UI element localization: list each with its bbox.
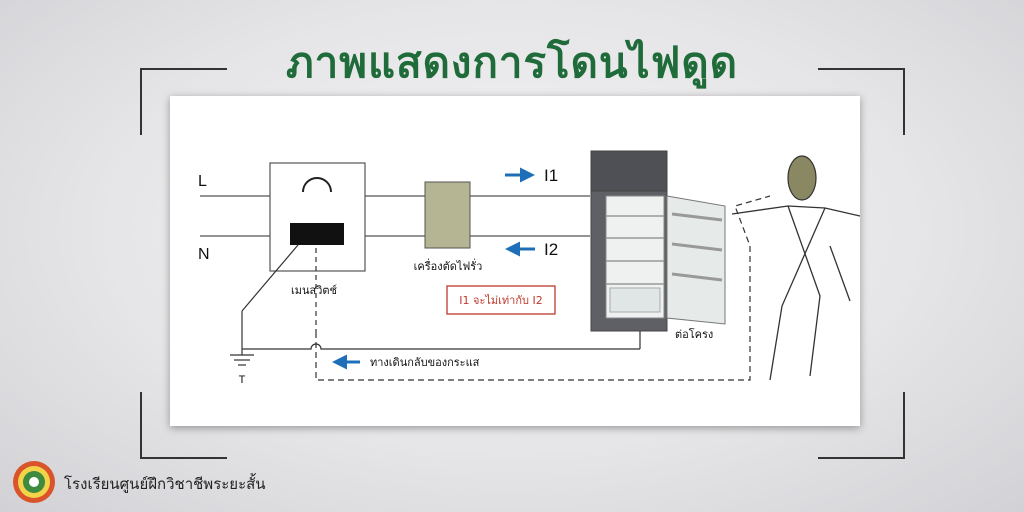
school-name: โรงเรียนศูนย์ฝึกวิชาชีพระยะสั้น xyxy=(64,475,266,493)
note-box xyxy=(446,285,556,315)
page-title: ภาพแสดงการโดนไฟดูด xyxy=(286,38,738,87)
main-switch-label: เมนสวิตช์ xyxy=(291,284,337,297)
neutral-label: N xyxy=(198,246,210,263)
freezer-door xyxy=(590,150,668,192)
return-path-dashed xyxy=(315,195,771,381)
current-out-label: I2 xyxy=(544,240,558,259)
crisper-drawer xyxy=(609,287,661,313)
frame-corner-top-left xyxy=(140,68,227,135)
diagram-panel: L N เมนสวิตช์ เครื่องตัดไฟรั่ว I1 I2 I1 … xyxy=(170,96,860,426)
door-shelf xyxy=(671,212,723,222)
person-right-arm xyxy=(829,245,851,302)
door-shelf xyxy=(671,272,723,282)
line-label: L xyxy=(198,173,207,190)
ground-label: T xyxy=(239,374,246,386)
school-logo-icon xyxy=(13,461,55,503)
rcd-device xyxy=(424,181,471,249)
person-head xyxy=(787,155,817,201)
person-arms xyxy=(731,205,860,217)
frame-label: ต่อโครง xyxy=(675,327,713,341)
frame-corner-bottom-right xyxy=(818,392,905,459)
electric-shock-diagram: L N เมนสวิตช์ เครื่องตัดไฟรั่ว I1 I2 I1 … xyxy=(198,150,860,386)
person-left-side xyxy=(787,205,821,377)
main-switch-box xyxy=(269,162,366,272)
person-right-side xyxy=(769,207,826,381)
fridge-open-door xyxy=(666,195,726,325)
note-text: I1 จะไม่เท่ากับ I2 xyxy=(459,294,542,307)
ground-wire xyxy=(242,343,640,350)
return-path-label: ทางเดินกลับของกระแส xyxy=(370,356,480,369)
rcd-label: เครื่องตัดไฟรั่ว xyxy=(414,258,483,273)
switch-arc-icon xyxy=(302,177,332,193)
frame-corner-top-right xyxy=(818,68,905,135)
switch-block xyxy=(290,223,344,245)
door-shelf xyxy=(671,242,723,252)
frame-corner-bottom-left xyxy=(140,392,227,459)
switch-ground-lead xyxy=(241,244,299,312)
current-in-label: I1 xyxy=(544,166,558,185)
